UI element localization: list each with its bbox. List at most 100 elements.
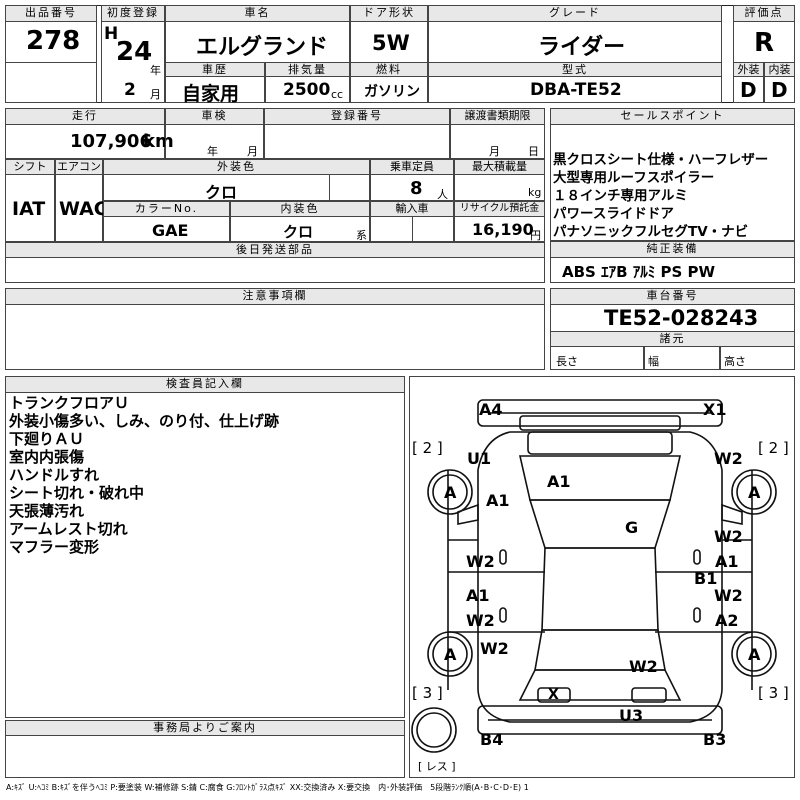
mark-w2-r1: W2 <box>714 527 743 546</box>
inspection-month-unit: 月 <box>247 145 258 158</box>
ext-color-extra <box>329 174 370 201</box>
lot-no-blank <box>5 62 97 103</box>
mark-b3: B3 <box>703 730 727 749</box>
year-value: 24 <box>116 37 153 67</box>
inspector-note: シート切れ・破れ中 <box>9 484 145 502</box>
spec-length-cell <box>550 346 644 370</box>
color-no-header: カラーNo. <box>103 201 230 217</box>
chassis-header: 車台番号 <box>550 288 795 305</box>
year-unit: 年 <box>150 64 161 77</box>
era-value: H <box>104 24 119 44</box>
inspector-note: 下廻りＡＵ <box>9 430 85 448</box>
transfer-header: 譲渡書類期限 <box>450 108 545 125</box>
mark-tire-fr: A <box>748 483 761 502</box>
door-header: ドア形状 <box>350 5 428 22</box>
mark-w2-rl: W2 <box>480 639 509 658</box>
mark-b4: B4 <box>480 730 504 749</box>
inspector-note: 外装小傷多い、しみ、のり付、仕上げ跡 <box>9 412 280 430</box>
spec-height-label: 高さ <box>724 355 746 368</box>
car-diagram-panel <box>409 376 795 778</box>
inspection-cell <box>165 124 264 159</box>
inspector-cell <box>5 392 405 718</box>
mark-tire-fl: A <box>444 483 457 502</box>
interior-header: 内装 <box>764 62 795 77</box>
shift-cell <box>5 174 55 242</box>
shift-header: シフト <box>5 159 55 175</box>
bracket-3-left: [ 3 ] <box>412 684 443 702</box>
ext-color-value: クロ <box>205 183 238 202</box>
mileage-header: 走行 <box>5 108 165 125</box>
spare-label: [ レス ] <box>418 760 456 773</box>
int-color-cell <box>230 216 370 242</box>
inspector-note: トランクフロアＵ <box>9 394 130 412</box>
mileage-value: 107,906 <box>70 131 152 152</box>
sales-point-cell <box>550 124 795 241</box>
inspector-note: アームレスト切れ <box>9 520 128 538</box>
interior-cell <box>764 76 795 103</box>
reg-no-cell <box>264 124 450 159</box>
mark-w2-l2: W2 <box>466 611 495 630</box>
office-cell <box>5 735 405 778</box>
mark-w2-r2: W2 <box>714 586 743 605</box>
mark-tire-rl: A <box>444 645 457 664</box>
history-value: 自家用 <box>182 83 240 105</box>
aircon-cell <box>55 174 103 242</box>
reg-no-header: 登録番号 <box>264 108 450 125</box>
car-name-value: エルグランド <box>196 35 329 60</box>
mark-u1: U1 <box>467 449 492 468</box>
fuel-cell <box>350 76 428 103</box>
spec-length-label: 長さ <box>556 355 578 368</box>
later-parts-cell <box>5 257 545 283</box>
mileage-cell <box>5 124 165 159</box>
mark-w2-rear: W2 <box>629 657 658 676</box>
sales-point-line: １８インチ専用アルミ <box>553 188 688 204</box>
fuel-value: ガソリン <box>364 84 420 100</box>
import-header: 輸入車 <box>370 201 454 217</box>
mark-u3: U3 <box>619 706 644 725</box>
displacement-header: 排気量 <box>265 62 350 77</box>
sales-point-header: セールスポイント <box>550 108 795 125</box>
inspector-note: 天張薄汚れ <box>9 502 85 520</box>
aircon-value: WAC <box>59 198 108 220</box>
chassis-no-value: TE52-028243 <box>604 306 759 330</box>
max-load-header: 最大積載量 <box>454 159 545 175</box>
bracket-3-right: [ 3 ] <box>758 684 789 702</box>
displacement-value: 2500 <box>283 80 331 100</box>
month-value: 2 <box>124 80 136 100</box>
capacity-value: 8 <box>410 178 423 199</box>
first-reg-header: 初度登録 <box>101 5 165 22</box>
mark-a4: A4 <box>479 400 503 419</box>
equipment-value: ABS ｴｱB ｱﾙﾐ PS PW <box>562 263 716 281</box>
month-unit: 月 <box>150 88 161 101</box>
mark-a1-r: A1 <box>715 552 739 571</box>
exterior-score: D <box>740 78 757 102</box>
capacity-unit: 人 <box>437 188 448 201</box>
exterior-header: 外装 <box>733 62 764 77</box>
lot-no-value: 278 <box>26 26 81 56</box>
int-color-value: クロ <box>283 223 314 241</box>
fuel-header: 燃料 <box>350 62 428 77</box>
mark-a2-r: A2 <box>715 611 739 630</box>
bracket-2-left: [ 2 ] <box>412 439 443 457</box>
model-cell <box>428 76 722 103</box>
car-name-header: 車名 <box>165 5 350 22</box>
first-reg-cell <box>101 21 165 103</box>
lot-no-header: 出品番号 <box>5 5 97 22</box>
caution-header: 注意事項欄 <box>5 288 545 305</box>
transfer-cell <box>450 124 545 159</box>
transfer-month-unit: 月 <box>489 145 500 158</box>
inspection-header: 車検 <box>165 108 264 125</box>
later-parts-header: 後日発送部品 <box>5 242 545 258</box>
inspector-note: ハンドルすれ <box>9 466 100 484</box>
spec-height-cell <box>720 346 795 370</box>
recycle-header: リサイクル預託金 <box>454 201 545 217</box>
color-no-value: GAE <box>152 221 189 240</box>
inspector-note: マフラー変形 <box>9 538 100 556</box>
history-header: 車歴 <box>165 62 265 77</box>
aircon-header: エアコン <box>55 159 103 175</box>
mark-a1-hood: A1 <box>547 472 571 491</box>
score-header: 評価点 <box>733 5 795 22</box>
mark-w2-fr: W2 <box>714 449 743 468</box>
transfer-day-unit: 日 <box>528 145 539 158</box>
inspector-note: 室内内張傷 <box>9 448 85 466</box>
